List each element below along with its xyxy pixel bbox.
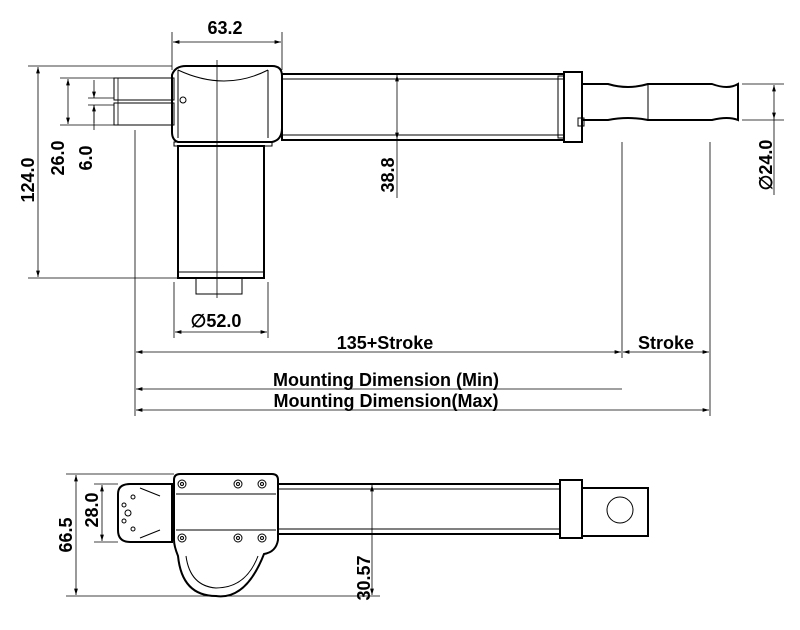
dim-28: 28.0 (82, 483, 118, 543)
gearbox-head (171, 65, 283, 147)
dia-symbol-2: ∅ (191, 311, 207, 331)
svg-text:∅24.0: ∅24.0 (756, 140, 776, 191)
bottom-head (173, 473, 279, 598)
dim-6: 6.0 (76, 80, 114, 171)
top-view (113, 60, 739, 298)
dim-dia-52: ∅52.0 (173, 282, 269, 338)
dim-63-2: 63.2 (171, 18, 283, 70)
dim-30-57-label: 30.57 (354, 555, 374, 600)
dim-base-stroke-label: 135+Stroke (337, 333, 434, 353)
rear-bracket (117, 483, 173, 543)
bottom-view (117, 473, 649, 598)
dim-38-8: 38.8 (378, 75, 399, 198)
bottom-rod-end (581, 487, 649, 537)
dim-dia-52-label: 52.0 (206, 311, 241, 331)
rear-clevis (113, 77, 175, 126)
dim-mount-min-label: Mounting Dimension (Min) (273, 370, 499, 390)
dim-26: 26.0 (48, 77, 114, 176)
dim-28-label: 28.0 (82, 492, 102, 527)
bottom-tube (277, 479, 583, 539)
dim-38-8-label: 38.8 (378, 157, 398, 192)
dim-mount-max-label: Mounting Dimension(Max) (274, 391, 499, 411)
dim-63-2-label: 63.2 (207, 18, 242, 38)
dim-66-5: 66.5 (56, 473, 210, 597)
outer-tube (281, 73, 565, 141)
inner-rod (581, 82, 739, 122)
dim-6-label: 6.0 (76, 145, 96, 170)
dim-dia-24-label: 24.0 (756, 140, 776, 175)
dim-124: 124.0 (18, 65, 178, 279)
dim-124-label: 124.0 (18, 157, 38, 202)
dim-26-label: 26.0 (48, 140, 68, 175)
motor (177, 145, 265, 295)
dim-30-57: 30.57 (216, 485, 380, 601)
dim-66-5-label: 66.5 (56, 517, 76, 552)
svg-text:∅52.0: ∅52.0 (191, 311, 242, 331)
dim-stroke-group: 135+Stroke Stroke Mounting Dimension (Mi… (134, 130, 711, 416)
dim-dia-24: ∅24.0 (742, 83, 784, 195)
dia-symbol-1: ∅ (756, 175, 776, 191)
dim-stroke-label: Stroke (638, 333, 694, 353)
